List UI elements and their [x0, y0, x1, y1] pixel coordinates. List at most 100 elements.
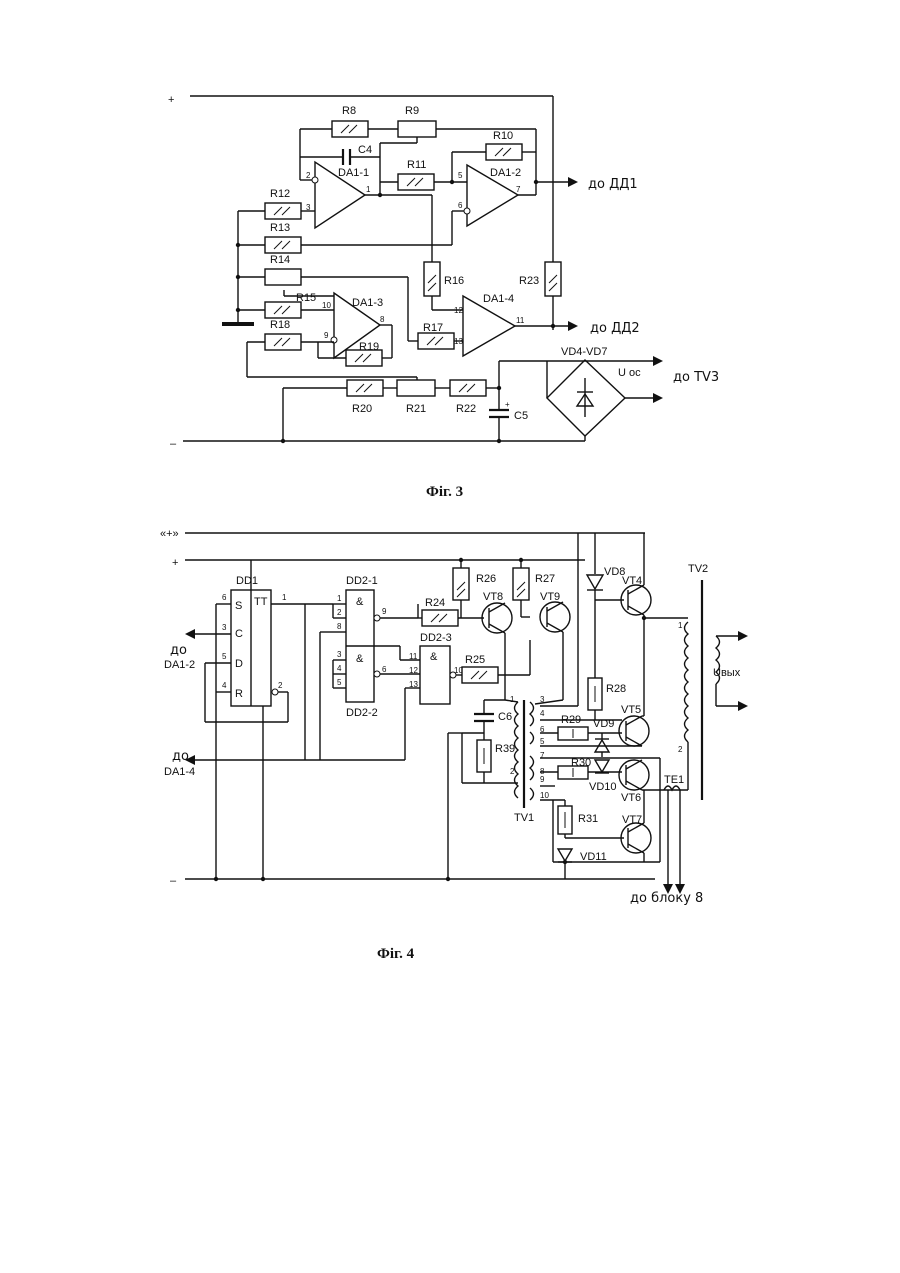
svg-text:VT7: VT7 [622, 814, 642, 826]
fig3-r8 [332, 121, 368, 137]
svg-text:R17: R17 [423, 322, 443, 334]
svg-text:TV1: TV1 [514, 812, 534, 824]
svg-text:C6: C6 [498, 711, 512, 723]
svg-text:R20: R20 [352, 403, 372, 415]
svg-text:R14: R14 [270, 254, 290, 266]
svg-text:R27: R27 [535, 573, 555, 585]
svg-text:2: 2 [306, 171, 311, 180]
svg-text:2: 2 [278, 681, 283, 690]
svg-text:C: C [235, 628, 243, 640]
fig4-r26 [453, 568, 469, 600]
fig3-diode-bridge [547, 360, 625, 436]
fig4-minus-rail-label: – [170, 875, 177, 887]
svg-text:DD2-3: DD2-3 [420, 632, 452, 644]
fig4-caption: Фіг. 4 [377, 946, 415, 962]
fig3-plus-rail-label: + [168, 94, 174, 106]
svg-text:VT8: VT8 [483, 591, 503, 603]
svg-text:4: 4 [337, 664, 342, 673]
svg-text:R23: R23 [519, 275, 539, 287]
fig3-r21-potentiometer [397, 380, 435, 396]
fig3-minus-rail-label: – [170, 438, 177, 450]
svg-text:8: 8 [380, 315, 385, 324]
fig4-pp-rail-label: «+» [160, 528, 179, 540]
svg-text:S: S [235, 600, 242, 612]
fig3-r12 [265, 203, 301, 219]
svg-text:1: 1 [678, 621, 683, 630]
svg-text:R9: R9 [405, 105, 419, 117]
fig3-da1-3-label: DA1-3 [352, 297, 383, 309]
svg-text:8: 8 [337, 622, 342, 631]
svg-text:R28: R28 [606, 683, 626, 695]
svg-text:R13: R13 [270, 222, 290, 234]
fig4-r24 [422, 610, 458, 626]
svg-text:VD9: VD9 [593, 718, 614, 730]
fig3-output-to-tv3: до TV3 [673, 370, 719, 385]
svg-text:R10: R10 [493, 130, 513, 142]
fig3-r15 [265, 302, 301, 318]
svg-text:DD2-2: DD2-2 [346, 707, 378, 719]
svg-text:6: 6 [382, 665, 387, 674]
svg-text:R18: R18 [270, 319, 290, 331]
svg-text:7: 7 [516, 185, 521, 194]
svg-text:11: 11 [516, 316, 525, 325]
svg-text:9: 9 [540, 775, 545, 784]
svg-text:1: 1 [366, 185, 371, 194]
svg-text:5: 5 [222, 652, 227, 661]
fig3-opamp-da1-4 [463, 296, 515, 356]
svg-text:R39: R39 [495, 743, 515, 755]
fig4-r25 [462, 667, 498, 683]
fig4-output-voltage-label: Uвых [713, 667, 741, 679]
svg-text:5: 5 [458, 171, 463, 180]
fig3-r14 [265, 269, 301, 285]
svg-text:R22: R22 [456, 403, 476, 415]
figure-3: + – DA1-1 2 3 1 R8 R9 C4 [168, 94, 719, 500]
svg-text:9: 9 [382, 607, 387, 616]
svg-text:VT9: VT9 [540, 591, 560, 603]
fig3-da1-1-label: DA1-1 [338, 167, 369, 179]
fig3-caption: Фіг. 3 [426, 484, 463, 500]
fig3-r17 [418, 333, 454, 349]
svg-text:до: до [172, 749, 189, 764]
svg-text:4: 4 [222, 681, 227, 690]
svg-text:R: R [235, 688, 243, 700]
svg-text:3: 3 [337, 650, 342, 659]
svg-text:9: 9 [324, 331, 329, 340]
svg-text:1: 1 [510, 695, 515, 704]
fig3-da1-4-label: DA1-4 [483, 293, 514, 305]
svg-text:TT: TT [254, 596, 268, 608]
fig3-r9-potentiometer [398, 121, 436, 137]
svg-text:VT6: VT6 [621, 792, 641, 804]
svg-text:&: & [356, 653, 364, 665]
svg-text:R31: R31 [578, 813, 598, 825]
svg-text:DD2-1: DD2-1 [346, 575, 378, 587]
svg-text:R29: R29 [561, 714, 581, 726]
svg-text:R16: R16 [444, 275, 464, 287]
fig3-output-to-dd1: до ДД1 [588, 177, 638, 192]
fig4-r27 [513, 568, 529, 600]
svg-text:4: 4 [540, 709, 545, 718]
svg-text:R30: R30 [571, 757, 591, 769]
svg-text:10: 10 [540, 791, 549, 800]
svg-text:10: 10 [322, 301, 331, 310]
svg-text:TE1: TE1 [664, 774, 684, 786]
svg-text:D: D [235, 658, 243, 670]
svg-text:+: + [505, 400, 510, 409]
svg-text:R24: R24 [425, 597, 445, 609]
svg-text:VT5: VT5 [621, 704, 641, 716]
svg-text:R11: R11 [407, 159, 426, 171]
svg-text:&: & [430, 651, 438, 663]
fig3-c5-label: C5 [514, 410, 528, 422]
svg-text:VD10: VD10 [589, 781, 617, 793]
svg-text:&: & [356, 596, 364, 608]
fig3-r18 [265, 334, 301, 350]
svg-text:VD11: VD11 [580, 851, 607, 863]
svg-text:12: 12 [454, 306, 463, 315]
fig3-output-to-dd2: до ДД2 [590, 321, 640, 336]
svg-text:R8: R8 [342, 105, 356, 117]
svg-text:6: 6 [458, 201, 463, 210]
fig3-r20 [347, 380, 383, 396]
svg-text:R26: R26 [476, 573, 496, 585]
svg-text:2: 2 [510, 767, 515, 776]
